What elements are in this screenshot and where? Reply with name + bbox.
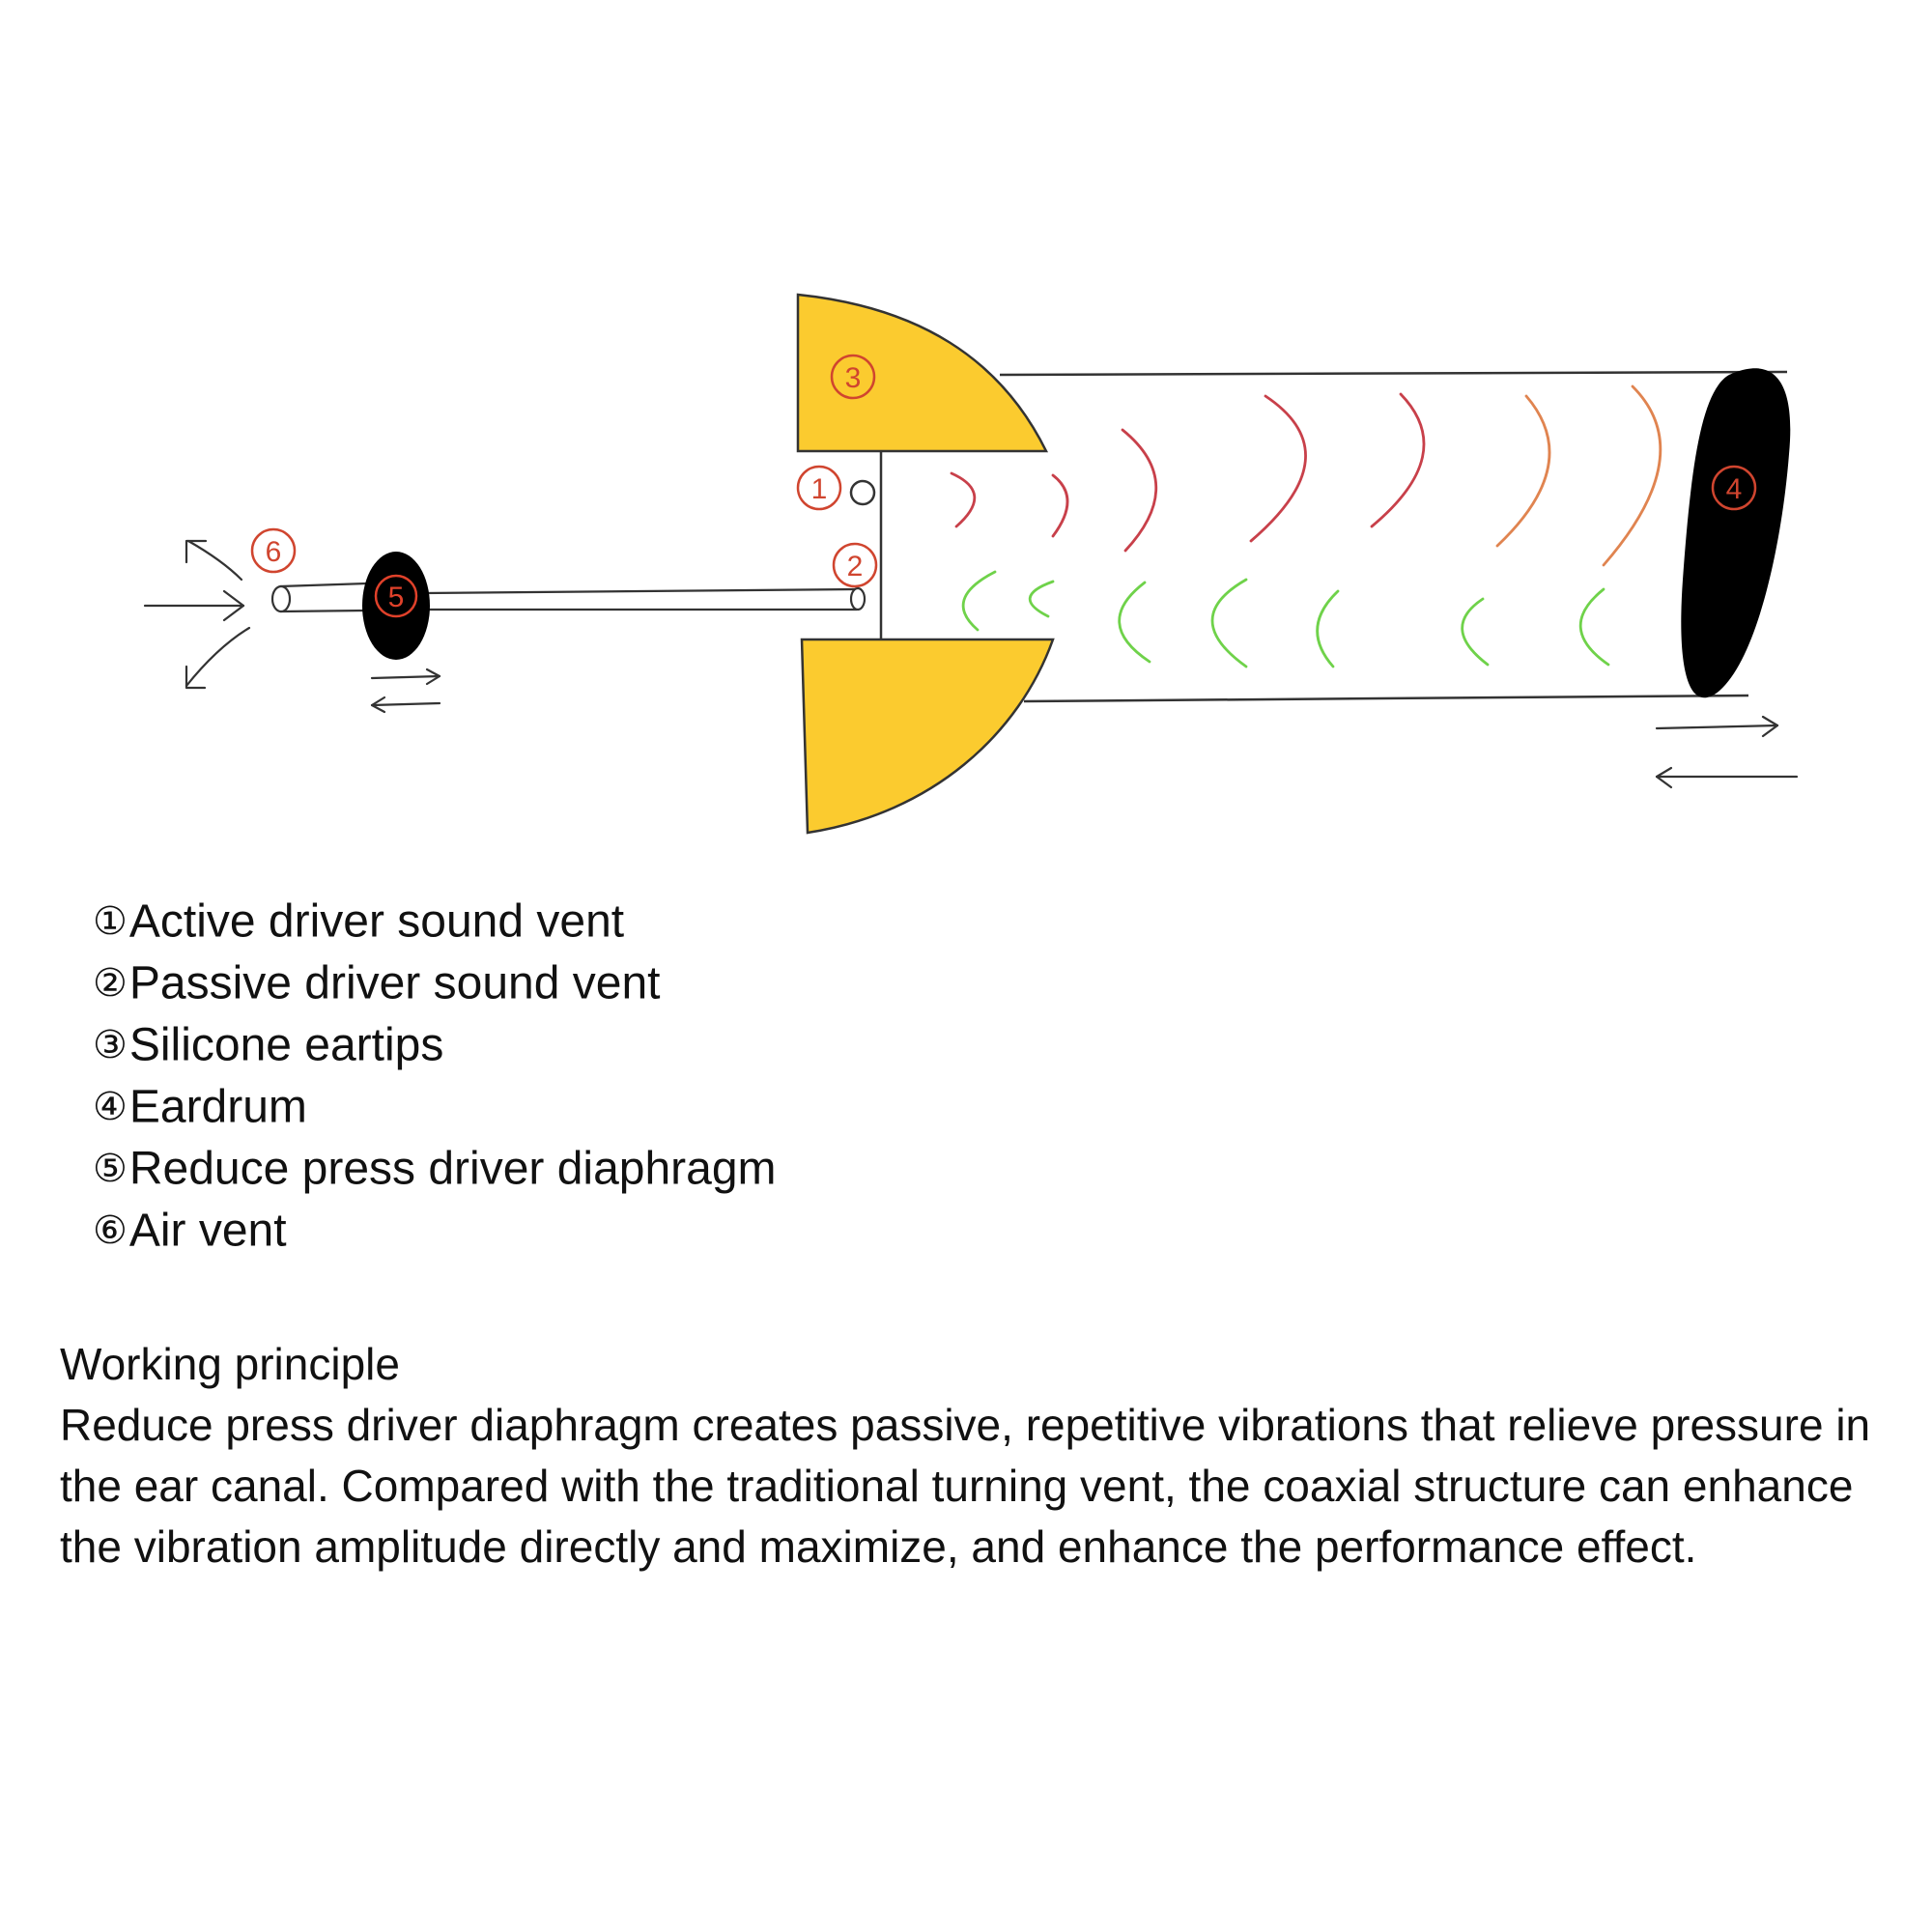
legend-number: ①	[93, 899, 128, 945]
reduce-press-diaphragm	[362, 552, 430, 660]
airflow-arrows	[143, 539, 251, 690]
legend-text: Reduce press driver diaphragm	[128, 1143, 777, 1195]
legend-number: ②	[93, 961, 128, 1007]
callout-4: 4	[1711, 465, 1757, 511]
ear-canal	[999, 370, 1788, 703]
principle-title: Working principle	[60, 1339, 400, 1389]
vent-structure-diagram: 1 2 3 4 5 6	[143, 293, 1799, 835]
legend-text: Passive driver sound vent	[128, 957, 661, 1009]
svg-text:2: 2	[847, 551, 864, 582]
eartip-upper	[796, 293, 1049, 453]
legend-item: ③Silicone eartips	[93, 1012, 777, 1074]
svg-text:6: 6	[266, 536, 282, 568]
legend-item: ①Active driver sound vent	[93, 889, 777, 951]
legend-item: ②Passive driver sound vent	[93, 951, 777, 1012]
eardrum-motion-arrows	[1655, 715, 1799, 789]
svg-text:4: 4	[1726, 473, 1743, 505]
callout-3: 3	[830, 354, 876, 400]
diaphragm-motion-arrows	[370, 668, 441, 714]
eardrum	[1681, 368, 1791, 698]
svg-text:5: 5	[388, 582, 405, 613]
eartip-lower	[800, 638, 1055, 835]
legend-item: ⑤Reduce press driver diaphragm	[93, 1136, 777, 1198]
callout-6: 6	[250, 527, 297, 574]
active-sound-waves	[950, 384, 1662, 567]
legend-number: ⑤	[93, 1147, 128, 1192]
svg-text:1: 1	[811, 473, 828, 505]
callout-2: 2	[832, 542, 878, 588]
legend-number: ⑥	[93, 1208, 128, 1254]
legend-number: ④	[93, 1085, 128, 1130]
working-principle: Working principle Reduce press driver di…	[60, 1333, 1895, 1577]
legend-item: ④Eardrum	[93, 1074, 777, 1136]
legend-text: Silicone eartips	[128, 1019, 444, 1071]
legend-item: ⑥Air vent	[93, 1198, 777, 1260]
callout-5: 5	[374, 574, 418, 618]
passive-tube	[424, 586, 867, 611]
air-vent-tube	[270, 582, 368, 613]
legend-text: Eardrum	[128, 1081, 307, 1133]
passive-sound-waves	[961, 570, 1610, 668]
principle-body: Reduce press driver diaphragm creates pa…	[60, 1400, 1871, 1572]
active-vent-hole	[849, 479, 876, 506]
callout-1: 1	[796, 465, 842, 511]
legend-number: ③	[93, 1023, 128, 1068]
legend: ①Active driver sound vent ②Passive drive…	[93, 889, 777, 1260]
svg-text:3: 3	[845, 362, 862, 394]
legend-text: Active driver sound vent	[128, 895, 625, 948]
legend-text: Air vent	[128, 1205, 287, 1257]
